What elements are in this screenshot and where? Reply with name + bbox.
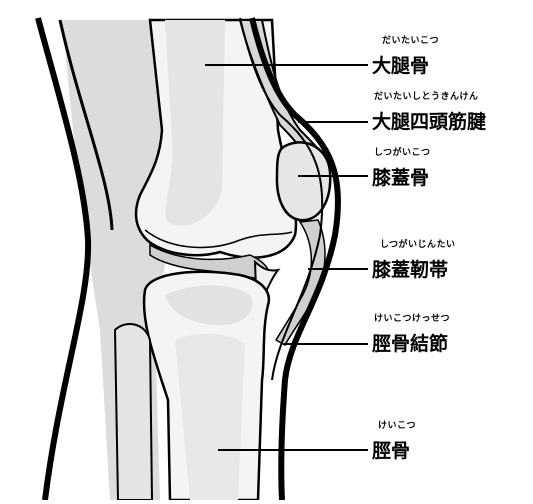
label-patella-name: 膝蓋骨 [372, 167, 430, 189]
leg-outline-left [35, 17, 92, 501]
tibia-plateau-shade [165, 285, 253, 325]
patella-shape [275, 141, 332, 222]
label-patella-ruby: しつがいこつ [374, 148, 431, 158]
skin-contour-back [58, 19, 114, 231]
label-quadriceps-tendon-ruby: だいたいしとうきんけん [374, 92, 479, 102]
label-quadriceps-tendon-name: 大腿四頭筋腱 [372, 111, 487, 133]
label-patellar-ligament-ruby: しつがいじんたい [380, 240, 456, 250]
fibula-shape [113, 323, 154, 501]
femur-condyle-line [144, 229, 293, 249]
label-tibial-tuberosity-name: 脛骨結節 [372, 333, 449, 355]
label-tibia-name: 脛骨 [372, 440, 411, 462]
label-femur-ruby: だいたいこつ [382, 36, 440, 46]
femur-shaft-shade [165, 20, 225, 226]
label-patellar-ligament-name: 膝蓋靭帯 [372, 259, 449, 281]
leg-outline-front [249, 17, 341, 501]
label-tibial-tuberosity-ruby: けいこつけっせつ [374, 314, 451, 324]
label-femur-name: 大腿骨 [372, 55, 430, 77]
tibia-shaft-shade [175, 333, 245, 500]
label-tibia-ruby: けいこつ [378, 421, 417, 431]
skin-contour-front-inner [239, 17, 324, 381]
